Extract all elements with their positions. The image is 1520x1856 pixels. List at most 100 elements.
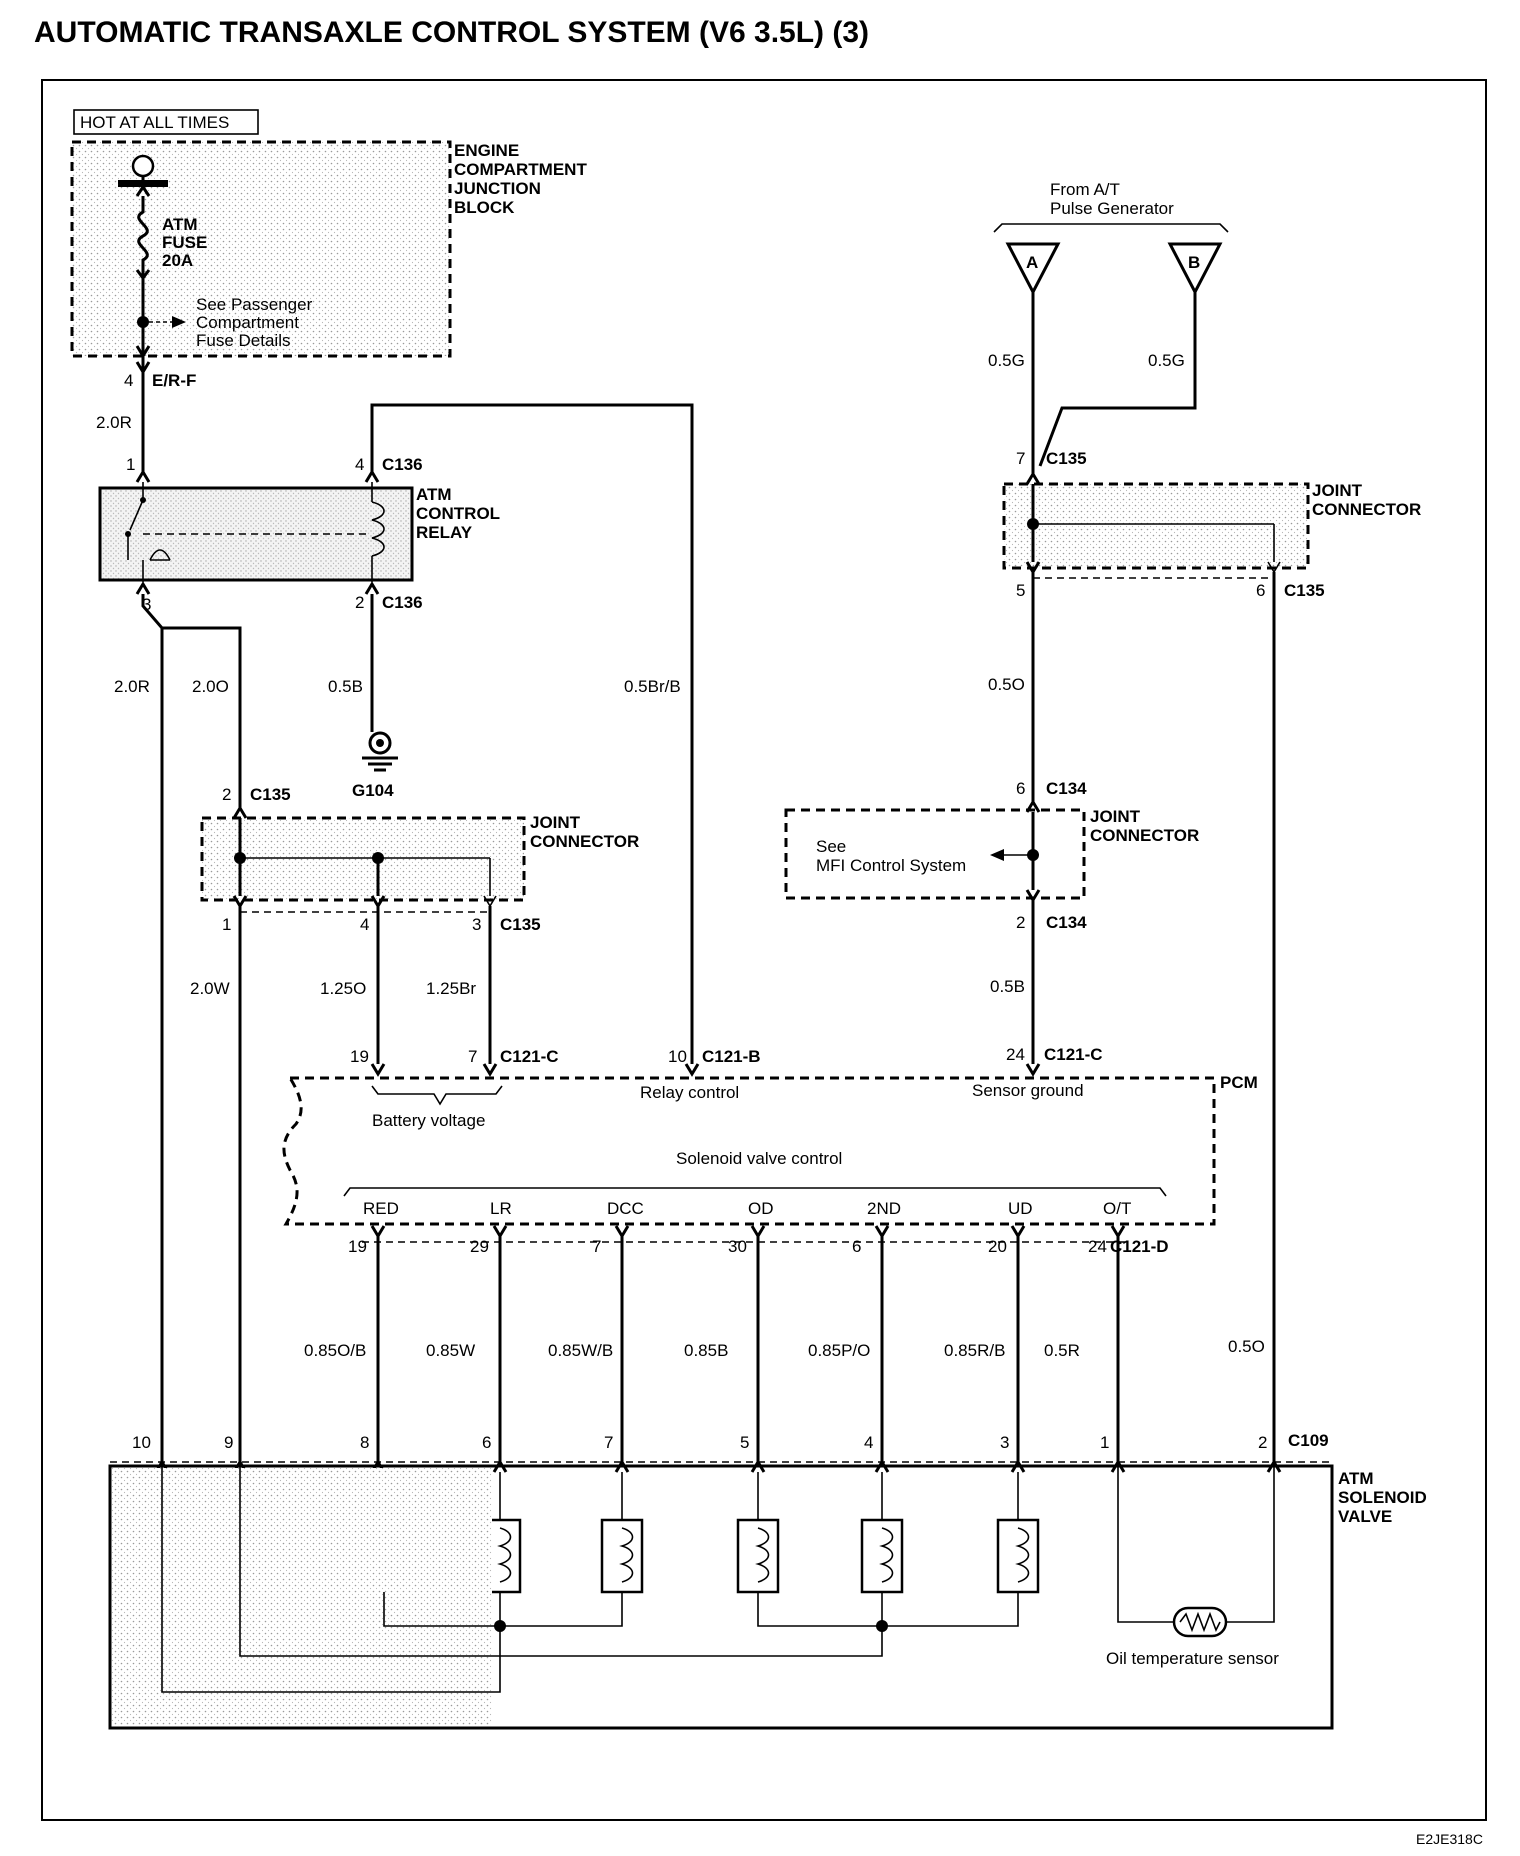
c135-pin-6: 6 [1256,581,1265,600]
solenoid-group: RED190.85O/B8LR290.85W6DCC70.85W/B7OD300… [132,1199,1282,1594]
fuse-label-1: ATM [162,215,198,234]
pcm-relay-control: Relay control [640,1083,739,1102]
c109-pin: 8 [360,1433,369,1452]
mfi-note-1: See [816,837,846,856]
solenoid-coil-icon [497,1527,512,1583]
solenoid-wire-label: 0.85B [684,1341,728,1360]
c121d-pin: 29 [470,1237,489,1256]
c121c-pin-7: 7 [468,1047,477,1066]
pcm-solenoid-name: 2ND [867,1199,901,1218]
c135-pin-2: 2 [222,785,231,804]
solenoid-internal-wiring [161,1462,1275,1693]
c134-pin-2: 2 [1016,913,1025,932]
c121c-pin-24: 24 [1006,1045,1025,1064]
pcm-module [282,1063,1216,1226]
passenger-note-3: Fuse Details [196,331,290,350]
relay-connector-c136-bottom: C136 [382,593,423,612]
c135-pin-4: 4 [360,915,369,934]
atm-solenoid-valve [108,1461,1334,1730]
arrow-right-icon [172,316,186,328]
solenoid-wire-label: 0.85W/B [548,1341,613,1360]
wire-2-0o [141,594,242,808]
pcm-pin-arrow [874,1225,890,1239]
right-joint-connector-label-2: CONNECTOR [1312,500,1421,519]
wire-label-0-5b-pcm: 0.5B [990,977,1025,996]
fuse-label-3: 20A [162,251,193,270]
c134-connector-top: C134 [1046,779,1087,798]
solenoid-coil-box [860,1518,904,1594]
c121d-pin: 20 [988,1237,1007,1256]
c134-pin-6: 6 [1016,779,1025,798]
junction-block-label-3: JUNCTION [454,179,541,198]
pcm-solenoid-valve-control: Solenoid valve control [676,1149,842,1168]
solenoid-coil-icon [619,1527,634,1583]
wire-0-5g-b [1038,292,1197,467]
wire-label-0-5g-a: 0.5G [988,351,1025,370]
c109-pin: 3 [1000,1433,1009,1452]
wire-label-2-0w: 2.0W [190,979,230,998]
c135-pin-7: 7 [1016,449,1025,468]
c121d-connector: C121-D [1110,1237,1169,1256]
mfi-joint-connector [784,799,1086,903]
pcm-pin-arrow [370,1225,386,1239]
passenger-note-1: See Passenger [196,295,313,314]
relay-label-1: ATM [416,485,452,504]
solenoid-coil-icon [879,1527,894,1583]
relay-coil-icon [371,501,385,557]
wire-label-2-0r-top: 2.0R [96,413,132,432]
atm-solenoid-label-3: VALVE [1338,1507,1392,1526]
diagram-title: AUTOMATIC TRANSAXLE CONTROL SYSTEM (V6 3… [34,16,869,49]
diagram-frame [41,79,1487,1821]
oil-temperature-sensor-icon [1172,1606,1228,1638]
solenoid-wire-label: 0.85R/B [944,1341,1005,1360]
mfi-joint-connector-label-1: JOINT [1090,807,1141,826]
pcm-solenoid-name: UD [1008,1199,1033,1218]
pcm-solenoid-name: RED [363,1199,399,1218]
pcm-pin-arrow [1010,1225,1026,1239]
c121d-pin: 24 [1088,1237,1107,1256]
c121d-pin: 30 [728,1237,747,1256]
ground-icon [362,731,398,772]
hot-at-all-times-label: HOT AT ALL TIMES [80,113,229,132]
c121c-pin-19: 19 [350,1047,369,1066]
pcm-pin-arrow [492,1225,508,1239]
pulse-generator-a: A [1026,253,1038,272]
solenoid-coil-icon [1015,1527,1030,1583]
c134-connector-bottom: C134 [1046,913,1087,932]
c121c-connector-right: C121-C [1044,1045,1103,1064]
fuse-icon [137,196,149,278]
junction-block-label-2: COMPARTMENT [454,160,587,179]
wire-label-2-0r: 2.0R [114,677,150,696]
pulse-generator-label-1: From A/T [1050,180,1120,199]
mfi-joint-connector-label-2: CONNECTOR [1090,826,1199,845]
atm-solenoid-label-1: ATM [1338,1469,1374,1488]
pcm-solenoid-name: O/T [1103,1199,1131,1218]
pulse-generator-b: B [1188,253,1200,272]
solenoid-pin-arrow [614,1459,630,1473]
c135-connector-bottom-right: C135 [1284,581,1325,600]
c109-connector: C109 [1288,1431,1329,1450]
c121c-connector-left: C121-C [500,1047,559,1066]
er-f-pin: 4 [124,371,133,390]
arrow-left-icon [990,849,1004,861]
solenoid-wire-label: 0.85W [426,1341,475,1360]
wire-label-1-25o: 1.25O [320,979,366,998]
pulse-generator-label-2: Pulse Generator [1050,199,1174,218]
c121b-connector: C121-B [702,1047,761,1066]
solenoid-wire-label: 0.85P/O [808,1341,870,1360]
c135-pin-1: 1 [222,915,231,934]
c109-pin-9: 9 [224,1433,233,1452]
left-joint-connector-label-2: CONNECTOR [530,832,639,851]
solenoid-wire-label: 0.85O/B [304,1341,366,1360]
pcm-pin-arrow [614,1225,630,1239]
wire-label-0-5o-top: 0.5O [988,675,1025,694]
wire-label-0-5g-b: 0.5G [1148,351,1185,370]
c135-pin-3: 3 [472,915,481,934]
pcm-label: PCM [1220,1073,1258,1092]
wire-label-0-5b-ground: 0.5B [328,677,363,696]
wire-label-1-25br: 1.25Br [426,979,476,998]
c109-pin: 4 [864,1433,873,1452]
fuse-label-2: FUSE [162,233,207,252]
relay-pin-4: 4 [355,455,364,474]
